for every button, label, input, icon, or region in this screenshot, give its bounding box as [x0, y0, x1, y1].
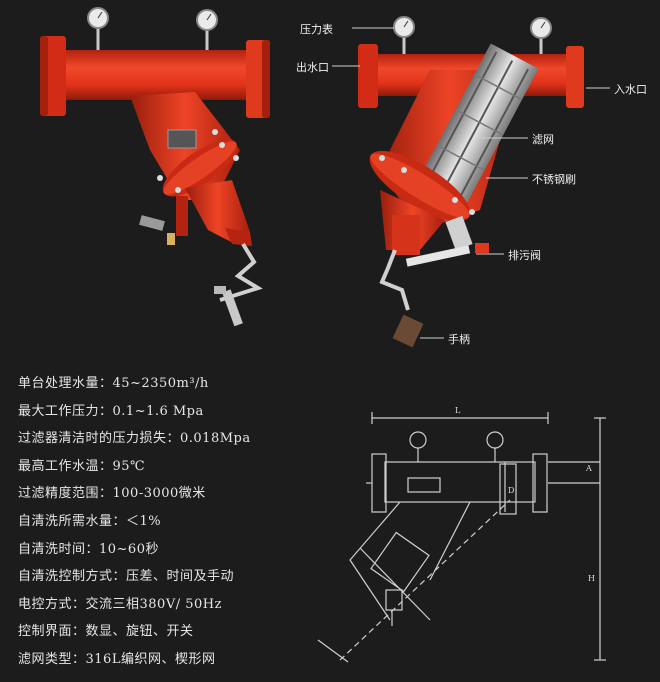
- spec-flow-rate: 单台处理水量：45~2350m³/h: [18, 376, 209, 391]
- external-view-filter: [40, 7, 270, 327]
- spec-interface: 控制界面：数显、旋钮、开关: [18, 624, 194, 640]
- technical-drawing: [317, 412, 606, 663]
- spec-cleaning-time: 自清洗时间：10~60秒: [18, 541, 159, 557]
- spec-screen-type: 滤网类型：316L编织网、楔形网: [18, 651, 216, 667]
- spec-list: 单台处理水量：45~2350m³/h 最大工作压力：0.1~1.6 Mpa 过滤…: [18, 372, 318, 676]
- spec-max-temperature: 最高工作水温：95℃: [18, 458, 146, 474]
- spec-pressure-loss: 过滤器清洁时的压力损失：0.018Mpa: [18, 431, 251, 447]
- callout-filter-screen: 滤网: [532, 133, 554, 146]
- pressure-gauge-left-1: [87, 7, 109, 50]
- dimension-label-d: D: [508, 486, 515, 495]
- dimension-label-a: A: [586, 464, 592, 473]
- callout-handle: 手柄: [448, 333, 470, 346]
- callout-outlet: 出水口: [296, 61, 329, 74]
- callout-leaders: [332, 27, 610, 339]
- pressure-gauge-right-2: [530, 17, 552, 56]
- pressure-gauge-right-1: [393, 16, 415, 56]
- callout-pressure-gauge: 压力表: [300, 23, 333, 36]
- cutaway-view-filter: [358, 16, 584, 348]
- spec-filtration-range: 过滤精度范围：100-3000微米: [18, 486, 206, 502]
- callout-inlet: 入水口: [614, 83, 647, 96]
- dimension-label-h: H: [588, 574, 595, 583]
- pressure-gauge-left-2: [196, 9, 218, 52]
- spec-cleaning-water: 自清洗所需水量：＜1%: [18, 513, 162, 529]
- callout-stainless-brush: 不锈钢刷: [532, 173, 576, 186]
- spec-max-pressure: 最大工作压力：0.1~1.6 Mpa: [18, 403, 204, 419]
- spec-power: 电控方式：交流三相380V/ 50Hz: [18, 596, 222, 612]
- callout-drain-valve: 排污阀: [508, 249, 541, 262]
- spec-control-mode: 自清洗控制方式：压差、时间及手动: [18, 569, 235, 585]
- dimension-label-l: L: [455, 406, 461, 415]
